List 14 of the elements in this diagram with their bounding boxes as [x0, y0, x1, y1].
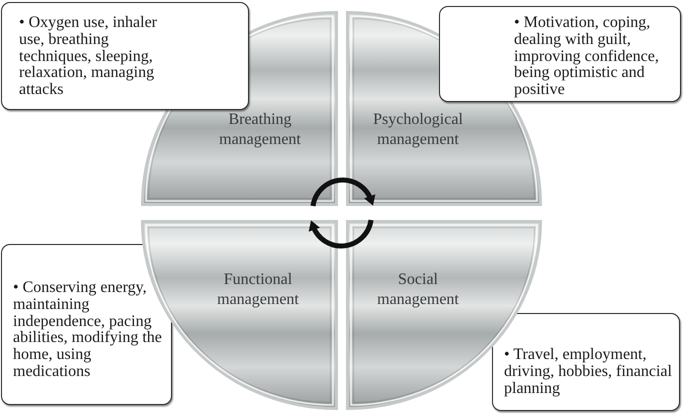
segment-label: Social management: [377, 270, 459, 310]
callout-box: [439, 6, 681, 102]
callout-text: • Conserving energy, maintaining independence, pacing abilities, modifying the home, using medications: [13, 280, 163, 381]
callout-text: • Travel, employment, driving, hobbies, financial planning: [504, 347, 673, 398]
segment-label: Breathing management: [219, 110, 301, 150]
callout-box: [492, 313, 680, 411]
curved-arrow: [309, 220, 374, 248]
curved-arrow: [310, 178, 375, 206]
callout-text: • Oxygen use, inhaler use, breathing techniques, sleeping, relaxation, managing attacks: [19, 15, 158, 99]
segment-label: Functional management: [217, 270, 299, 310]
segment-label: Psychological management: [373, 110, 463, 150]
callout-box: [1, 244, 172, 405]
callout-text: • Motivation, coping, dealing with guilt, improving confidence, being optimistic and positive: [514, 15, 660, 99]
callout-box: [1, 2, 249, 110]
